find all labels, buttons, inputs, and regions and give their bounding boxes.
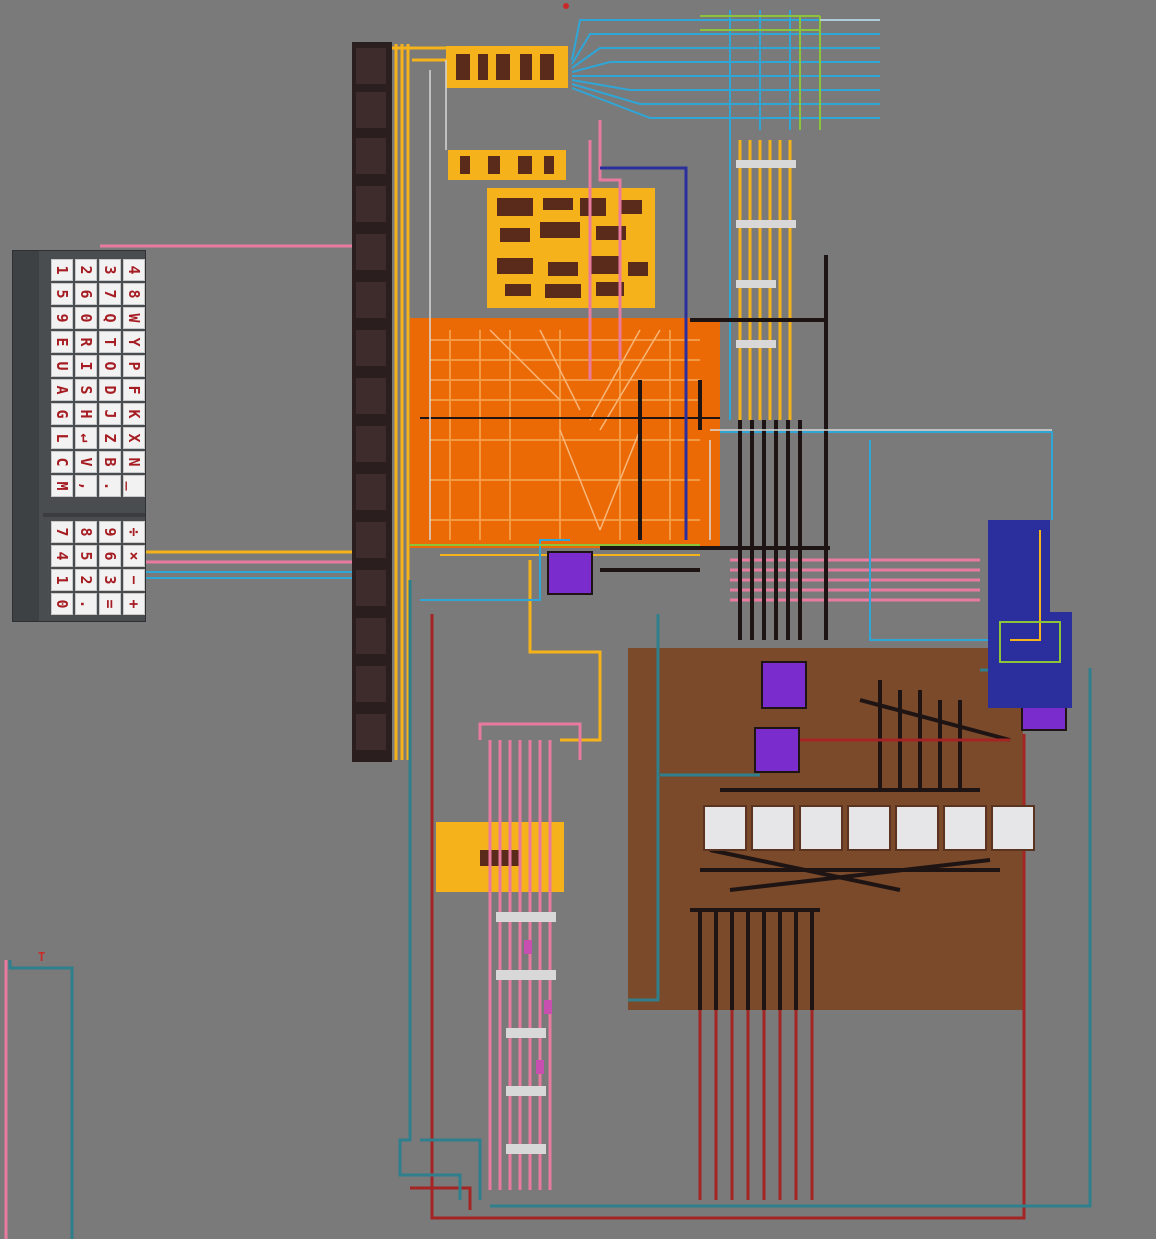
key[interactable]: L (51, 427, 73, 449)
key[interactable]: 6 (99, 545, 121, 567)
key[interactable]: = (99, 593, 121, 615)
key[interactable]: B (99, 451, 121, 473)
key[interactable]: R (75, 331, 97, 353)
key[interactable]: E (51, 331, 73, 353)
key[interactable]: 8 (75, 521, 97, 543)
key[interactable]: 3 (99, 569, 121, 591)
key[interactable]: M (51, 475, 73, 497)
key[interactable]: × (123, 545, 145, 567)
key[interactable]: 2 (75, 259, 97, 281)
key[interactable]: 0 (75, 307, 97, 329)
key[interactable]: 2 (75, 569, 97, 591)
keyboard-bezel (13, 251, 39, 621)
display-digit (751, 805, 795, 851)
key[interactable]: ÷ (123, 521, 145, 543)
purple-chip-2[interactable] (762, 662, 806, 708)
key[interactable]: . (75, 593, 97, 615)
display-digit (943, 805, 987, 851)
key[interactable]: 5 (51, 283, 73, 305)
key[interactable]: 3 (99, 259, 121, 281)
key[interactable]: , (75, 475, 97, 497)
marker-label: T (38, 950, 45, 964)
key[interactable]: 0 (51, 593, 73, 615)
key[interactable]: 9 (51, 307, 73, 329)
key[interactable]: 9 (99, 521, 121, 543)
key[interactable]: K (123, 403, 145, 425)
display-digit (847, 805, 891, 851)
key[interactable]: A (51, 379, 73, 401)
key[interactable]: − (123, 569, 145, 591)
key[interactable]: 4 (51, 545, 73, 567)
key[interactable]: 6 (75, 283, 97, 305)
keyboard-main-keys: 1 2 3 4 5 6 7 8 9 0 Q W E R T Y U I O P … (51, 259, 145, 497)
keyboard-num-keys: 7 8 9 ÷ 4 5 6 × 1 2 3 − 0 . = + (51, 521, 145, 615)
key[interactable]: V (75, 451, 97, 473)
key[interactable]: 1 (51, 259, 73, 281)
key[interactable]: G (51, 403, 73, 425)
key[interactable]: . (99, 475, 121, 497)
key[interactable]: C (51, 451, 73, 473)
key[interactable]: P (123, 355, 145, 377)
key[interactable]: W (123, 307, 145, 329)
key[interactable]: H (75, 403, 97, 425)
key[interactable]: _ (123, 475, 145, 497)
key[interactable]: O (99, 355, 121, 377)
display-digit (991, 805, 1035, 851)
key[interactable]: 4 (123, 259, 145, 281)
key[interactable]: Q (99, 307, 121, 329)
orange-logic-block[interactable] (410, 318, 720, 548)
display-digit (895, 805, 939, 851)
key[interactable]: F (123, 379, 145, 401)
key[interactable]: S (75, 379, 97, 401)
key[interactable]: 1 (51, 569, 73, 591)
purple-chip-3[interactable] (755, 728, 799, 772)
display-digit (799, 805, 843, 851)
key[interactable]: U (51, 355, 73, 377)
key[interactable]: 5 (75, 545, 97, 567)
key[interactable]: J (99, 403, 121, 425)
key[interactable]: 7 (51, 521, 73, 543)
key[interactable]: I (75, 355, 97, 377)
key[interactable]: 7 (99, 283, 121, 305)
display-digit (703, 805, 747, 851)
key[interactable]: D (99, 379, 121, 401)
key[interactable]: N (123, 451, 145, 473)
key[interactable]: Z (99, 427, 121, 449)
keyboard-divider (43, 513, 145, 517)
purple-chip-1[interactable] (548, 552, 592, 594)
key[interactable]: Y (123, 331, 145, 353)
key[interactable]: X (123, 427, 145, 449)
key[interactable]: + (123, 593, 145, 615)
key[interactable]: ↵ (75, 427, 97, 449)
key[interactable]: T (99, 331, 121, 353)
key[interactable]: 8 (123, 283, 145, 305)
keyboard-panel: 1 2 3 4 5 6 7 8 9 0 Q W E R T Y U I O P … (12, 250, 146, 622)
digit-display (703, 805, 1035, 851)
